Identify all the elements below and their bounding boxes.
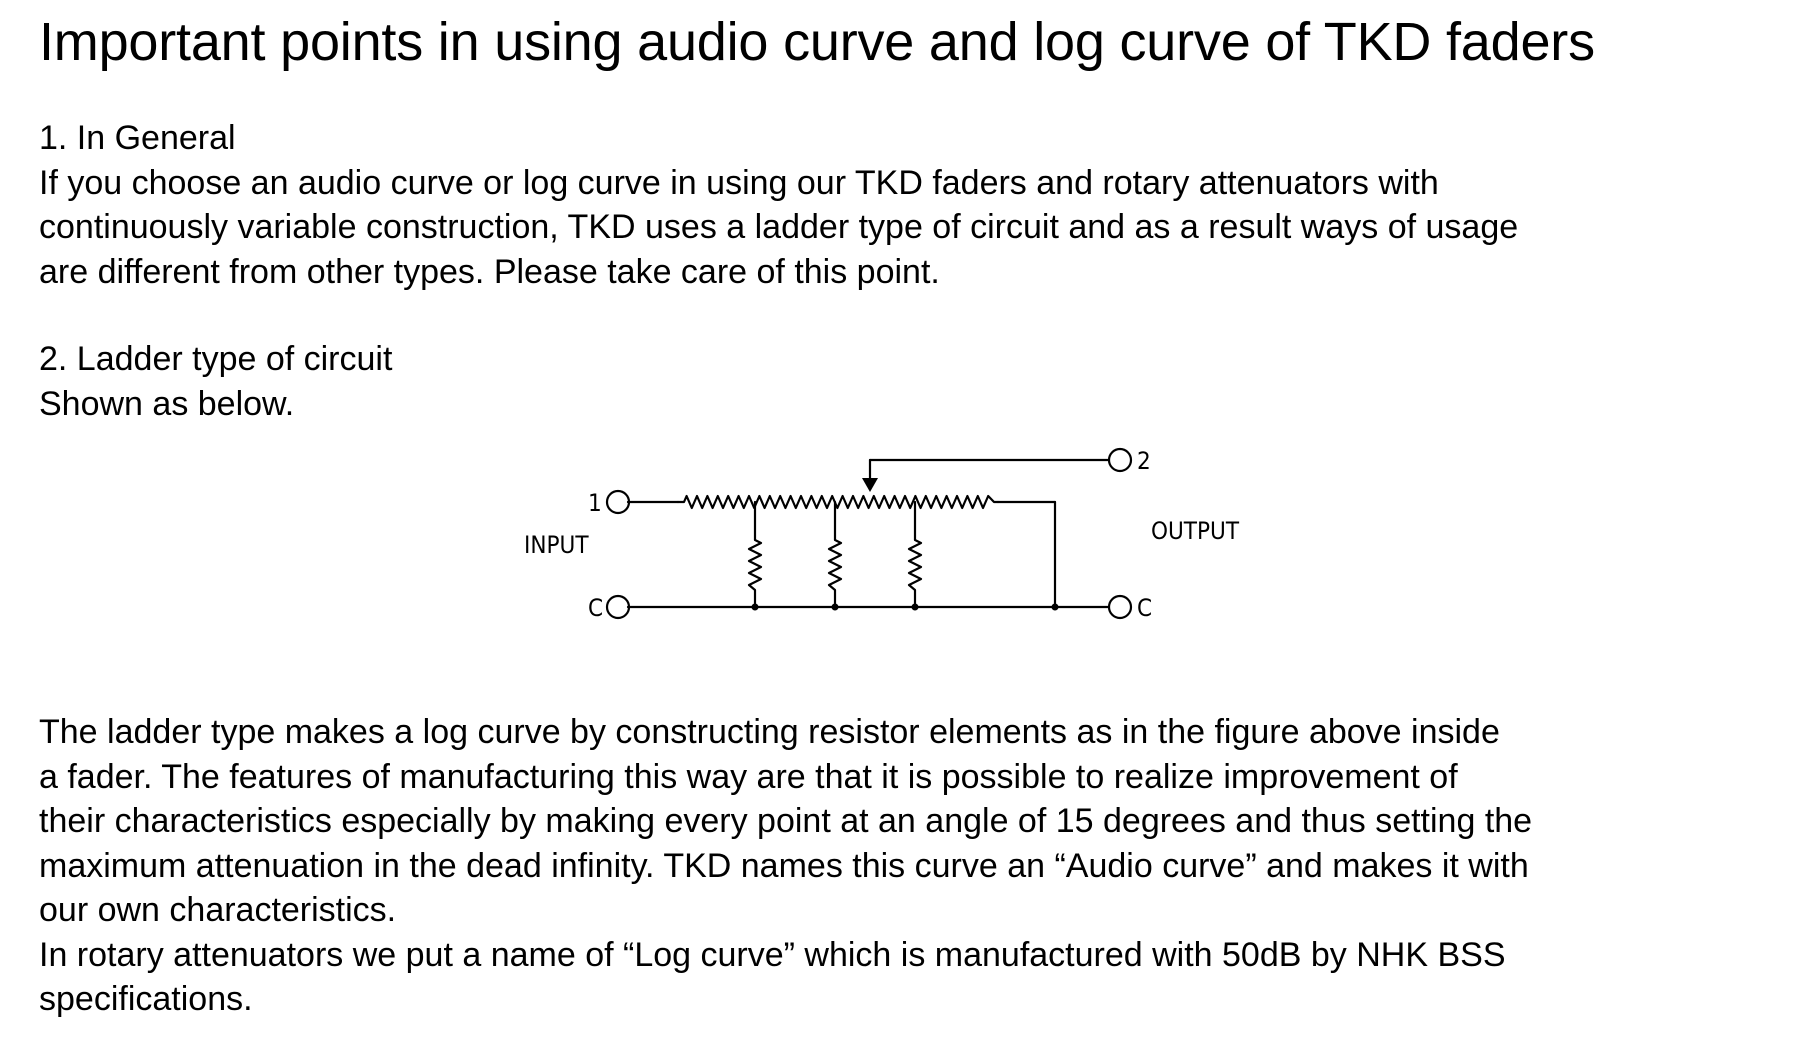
series-resistor [676,494,1000,510]
junction-dot [831,603,839,611]
paragraph-line: In rotary attenuators we put a name of “… [39,935,1506,974]
section-heading: 2. Ladder type of circuit [39,340,393,378]
input-label: INPUT [524,531,589,559]
circuit-schematic: INPUT 1 C 2 C OUTPUT [524,447,1240,622]
terminal-label-1: 1 [588,489,602,517]
terminal-input-1 [605,489,631,515]
junction-dot [751,603,759,611]
terminal-output-c [1107,594,1133,620]
output-label: OUTPUT [1151,517,1240,545]
section-audio-curve-explanation: The ladder type makes a log curve by con… [39,710,1532,1022]
shunt-resistor [827,500,843,609]
paragraph-line: specifications. [39,980,253,1018]
page-title: Important points in using audio curve an… [39,12,1595,72]
wiper-arrow-icon [862,478,878,492]
paragraph-line: continuously variable construction, TKD … [39,208,1519,246]
paragraph-line: their characteristics especially by maki… [39,802,1533,840]
terminal-label-2: 2 [1137,447,1151,475]
paragraph-line: maximum attenuation in the dead infinity… [39,846,1529,885]
paragraph-line: Shown as below. [39,384,295,423]
paragraph-line: a fader. The features of manufacturing t… [39,757,1458,796]
terminal-output-2 [1107,447,1133,473]
paragraph-line: are different from other types. Please t… [39,252,940,291]
terminal-input-c [605,594,631,620]
junction-dot [1051,603,1059,611]
shunt-resistor [907,500,923,609]
ladder-circuit-diagram: INPUT 1 C 2 C OUTPUT [500,430,1260,640]
paragraph-line: The ladder type makes a log curve by con… [39,713,1500,751]
paragraph-line: our own characteristics. [39,891,397,929]
junction-dot [911,603,919,611]
shunt-resistor [747,500,763,609]
section-heading: 1. In General [39,119,236,157]
paragraph-line: If you choose an audio curve or log curv… [39,163,1439,202]
section-ladder-circuit: 2. Ladder type of circuit Shown as below… [39,337,392,426]
terminal-label-c-in: C [588,594,603,622]
section-general: 1. In General If you choose an audio cur… [39,116,1518,294]
terminal-label-c-out: C [1137,594,1152,622]
